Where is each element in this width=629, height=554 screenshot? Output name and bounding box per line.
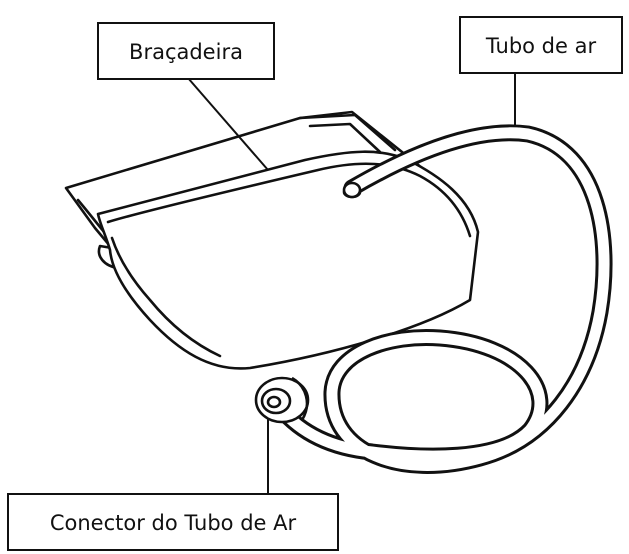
label-cuff-text: Braçadeira xyxy=(129,40,243,64)
label-air-tube-box xyxy=(459,16,623,74)
air-tube-connector-illustration xyxy=(254,376,310,424)
label-air-tube: Tubo de ar xyxy=(459,16,623,74)
label-air-tube-connector-box xyxy=(7,493,339,551)
cuff-illustration xyxy=(64,110,480,370)
label-air-tube-connector: Conector do Tubo de Ar xyxy=(7,493,339,551)
label-cuff-box xyxy=(97,22,275,80)
air-tube-inner xyxy=(274,127,610,471)
air-tube-end xyxy=(342,181,362,199)
label-cuff: Braçadeira xyxy=(97,22,275,80)
leader-lines xyxy=(187,74,516,496)
cuff-top-band-inner xyxy=(308,122,382,154)
cuff-leader-line xyxy=(187,77,269,171)
air-tube-illustration xyxy=(271,124,613,474)
cuff-top-band xyxy=(298,113,397,152)
cuff-front-roll xyxy=(110,236,222,358)
label-air-tube-connector-text: Conector do Tubo de Ar xyxy=(50,511,297,535)
connector-collar xyxy=(291,376,309,421)
label-air-tube-text: Tubo de ar xyxy=(485,34,597,58)
connector-hole xyxy=(266,395,282,409)
cuff-fold-line xyxy=(106,162,472,238)
